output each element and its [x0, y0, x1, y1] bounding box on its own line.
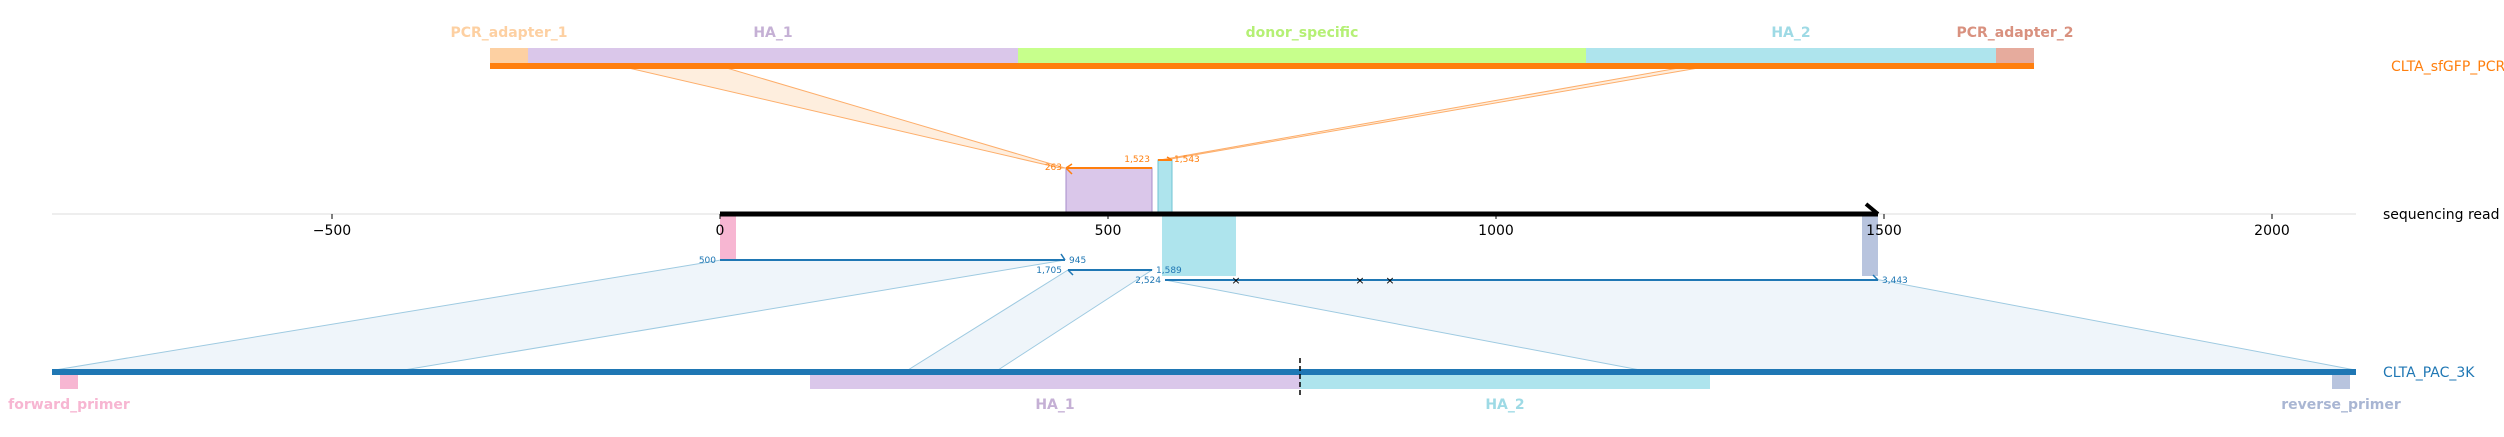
read-forward-primer-box: [720, 214, 736, 259]
bottom-alignment-b-arrowhead: [1067, 269, 1074, 276]
bottom-construct-bar: [52, 369, 2356, 375]
top-alignment-label-left-end: 1,523: [1124, 155, 1150, 165]
top-alignment-ha2-box: [1157, 159, 1173, 215]
top-feature-label-ha-2: HA_2: [1771, 25, 1810, 41]
mismatch-marker-3: ×: [1385, 274, 1394, 287]
axis-tick-label: 1000: [1478, 223, 1514, 239]
top-alignment-boxes: 263 1,523 1,543: [1045, 155, 1200, 215]
top-connection-bands: [619, 65, 1711, 169]
top-feature-ha-2: [1586, 48, 1996, 64]
read-reverse-primer-box: [1862, 214, 1878, 276]
axis-tick-label: 2000: [2254, 223, 2290, 239]
bottom-label-a-start: 500: [699, 256, 716, 266]
top-feature-pcr-adapter-1: [490, 48, 528, 64]
top-alignment-label-right-start: 1,543: [1174, 155, 1200, 165]
bottom-feature-ha-1: [810, 375, 1300, 389]
top-feature-donor-specific: [1018, 48, 1586, 64]
top-band-ha1: [619, 65, 1066, 169]
bottom-feature-label-ha-2: HA_2: [1485, 397, 1524, 413]
axis-tick-label: 500: [1095, 223, 1122, 239]
bottom-band-forward: [54, 259, 1066, 371]
bottom-alignment-lines: × × × 500 945 1,705 1,589 2,524 3,443: [699, 253, 1908, 287]
top-feature-label-pcr-adapter-2: PCR_adapter_2: [1956, 25, 2073, 41]
bottom-track-name: CLTA_PAC_3K: [2383, 365, 2475, 381]
axis-tick-label: −500: [313, 223, 351, 239]
read-ha2-box: [1162, 214, 1236, 276]
top-feature-label-ha-1: HA_1: [753, 25, 792, 41]
mismatch-marker-2: ×: [1355, 274, 1364, 287]
middle-track-name: sequencing read: [2383, 207, 2499, 223]
bottom-construct-track: forward_primer HA_1 HA_2 reverse_primer …: [8, 358, 2475, 413]
top-alignment-ha1-arrowhead: [1065, 163, 1073, 175]
read-axis: −500 0 500 1000 1500 2000 sequencing read: [52, 202, 2499, 276]
top-alignment-label-left-start: 263: [1045, 163, 1062, 173]
bottom-band-ha2: [1164, 279, 2356, 371]
top-feature-label-donor-specific: donor_specific: [1246, 25, 1359, 41]
top-alignment-ha1-box: [1065, 167, 1153, 215]
top-alignment-ha2-arrowhead: [1166, 156, 1173, 161]
read-arrowhead: [1864, 202, 1880, 216]
top-construct-bar: [490, 63, 2034, 69]
bottom-label-b-start: 1,705: [1036, 266, 1062, 276]
axis-ticks: −500 0 500 1000 1500 2000: [313, 214, 2290, 239]
top-feature-ha-1: [528, 48, 1018, 64]
bottom-label-a-end: 945: [1069, 256, 1086, 266]
bottom-connection-bands: [54, 259, 2356, 371]
bottom-feature-forward-primer: [60, 375, 78, 389]
mismatch-marker-1: ×: [1231, 274, 1240, 287]
bottom-feature-label-ha-1: HA_1: [1035, 397, 1074, 413]
axis-tick-label: 0: [716, 223, 725, 239]
top-band-ha2: [1159, 65, 1711, 161]
bottom-feature-ha-2: [1300, 375, 1710, 389]
bottom-label-c-start: 2,524: [1135, 276, 1161, 286]
bottom-feature-reverse-primer: [2332, 375, 2350, 389]
bottom-alignment-a-arrowhead: [1060, 253, 1066, 261]
bottom-label-b-end: 1,589: [1156, 266, 1182, 276]
top-construct-track: PCR_adapter_1 HA_1 donor_specific HA_2 P…: [450, 25, 2504, 75]
bottom-label-c-end: 3,443: [1882, 276, 1908, 286]
bottom-feature-label-reverse-primer: reverse_primer: [2281, 397, 2401, 413]
top-feature-pcr-adapter-2: [1996, 48, 2034, 64]
bottom-band-ha1: [906, 269, 1154, 371]
axis-tick-label: 1500: [1866, 223, 1902, 239]
top-feature-label-pcr-adapter-1: PCR_adapter_1: [450, 25, 567, 41]
bottom-alignment-c-arrowhead: [1872, 274, 1879, 281]
top-track-name: CLTA_sfGFP_PCR: [2391, 59, 2504, 75]
bottom-feature-label-forward-primer: forward_primer: [8, 397, 130, 413]
